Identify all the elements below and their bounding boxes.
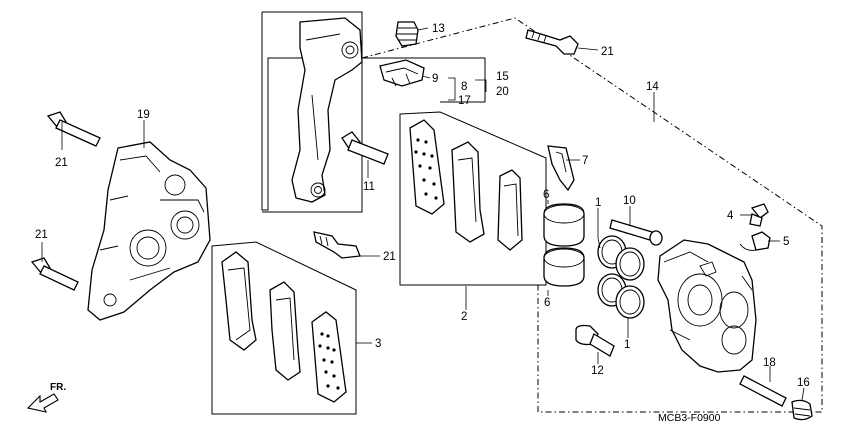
- caliper-body-19: [87, 141, 211, 321]
- pin-18: [739, 375, 787, 407]
- front-direction-arrow: FR.: [26, 382, 66, 413]
- bolt-21-left-top: [46, 111, 101, 147]
- pad-set-3: [221, 251, 347, 403]
- callout-20: 20: [496, 86, 509, 98]
- callout-17: 17: [458, 95, 471, 107]
- bolt-21-left-bottom: [30, 257, 79, 291]
- callout-19: 19: [137, 109, 150, 121]
- piston-seals-1: [597, 235, 645, 319]
- arrow-icon: [26, 393, 59, 413]
- pad-2-dots: [414, 138, 438, 200]
- callout-21-top: 21: [601, 46, 614, 58]
- leader-lines: [41, 27, 805, 401]
- callout-8: 8: [461, 81, 467, 93]
- callout-3: 3: [375, 338, 381, 350]
- callout-10: 10: [623, 195, 636, 207]
- callout-4: 4: [727, 210, 734, 222]
- callout-5: 5: [783, 236, 789, 248]
- callout-6-lower: 6: [544, 297, 550, 309]
- group-frames: [211, 11, 823, 415]
- pin-10: [609, 219, 663, 246]
- diagram-code: MCB3-F0900: [658, 412, 721, 424]
- caliper-bracket: [291, 17, 363, 203]
- sleeve-boot-13: [395, 21, 419, 47]
- bracket-group-frame-side: [262, 12, 363, 213]
- bleed-valve-4: [749, 203, 769, 227]
- callout-15: 15: [496, 71, 509, 83]
- callout-12: 12: [591, 365, 604, 377]
- piston-6-upper: [543, 203, 585, 247]
- bleed-cap-5: [739, 231, 771, 251]
- callout-21-bracket: 21: [383, 251, 396, 263]
- callout-21-left-bottom: 21: [35, 229, 48, 241]
- callout-16: 16: [797, 377, 810, 389]
- callout-7: 7: [582, 155, 588, 167]
- boot-16: [791, 399, 813, 421]
- caliper-body-right: [657, 239, 757, 373]
- callout-11: 11: [363, 181, 375, 193]
- callout-14: 14: [646, 81, 659, 93]
- callout-9: 9: [432, 73, 438, 85]
- callout-2: 2: [461, 311, 467, 323]
- pin-bolt-12: [575, 324, 615, 357]
- pin-bolt-11: [341, 131, 389, 165]
- pad-3-dots: [318, 332, 340, 390]
- caliper-assembly-outline: [361, 17, 823, 413]
- pad-set-2: [409, 119, 523, 251]
- callout-1-upper: 1: [595, 197, 601, 209]
- callout-13: 13: [432, 23, 445, 35]
- callout-labels: 13 9 8 17 15 20 21 14 19 21 21 11 21 7 6…: [35, 23, 810, 389]
- pad-set-3-frame: [211, 241, 357, 415]
- pad-retainer-7: [547, 145, 575, 192]
- bolt-21-top: [525, 29, 579, 55]
- callout-18: 18: [763, 357, 776, 369]
- front-label: FR.: [50, 382, 66, 393]
- pad-spring-9: [379, 59, 425, 87]
- callout-21-left-top: 21: [55, 157, 68, 169]
- callout-1-lower: 1: [624, 339, 630, 351]
- callout-6-upper: 6: [543, 189, 549, 201]
- piston-6-lower: [543, 247, 585, 287]
- bolt-21-bracket: [313, 231, 361, 259]
